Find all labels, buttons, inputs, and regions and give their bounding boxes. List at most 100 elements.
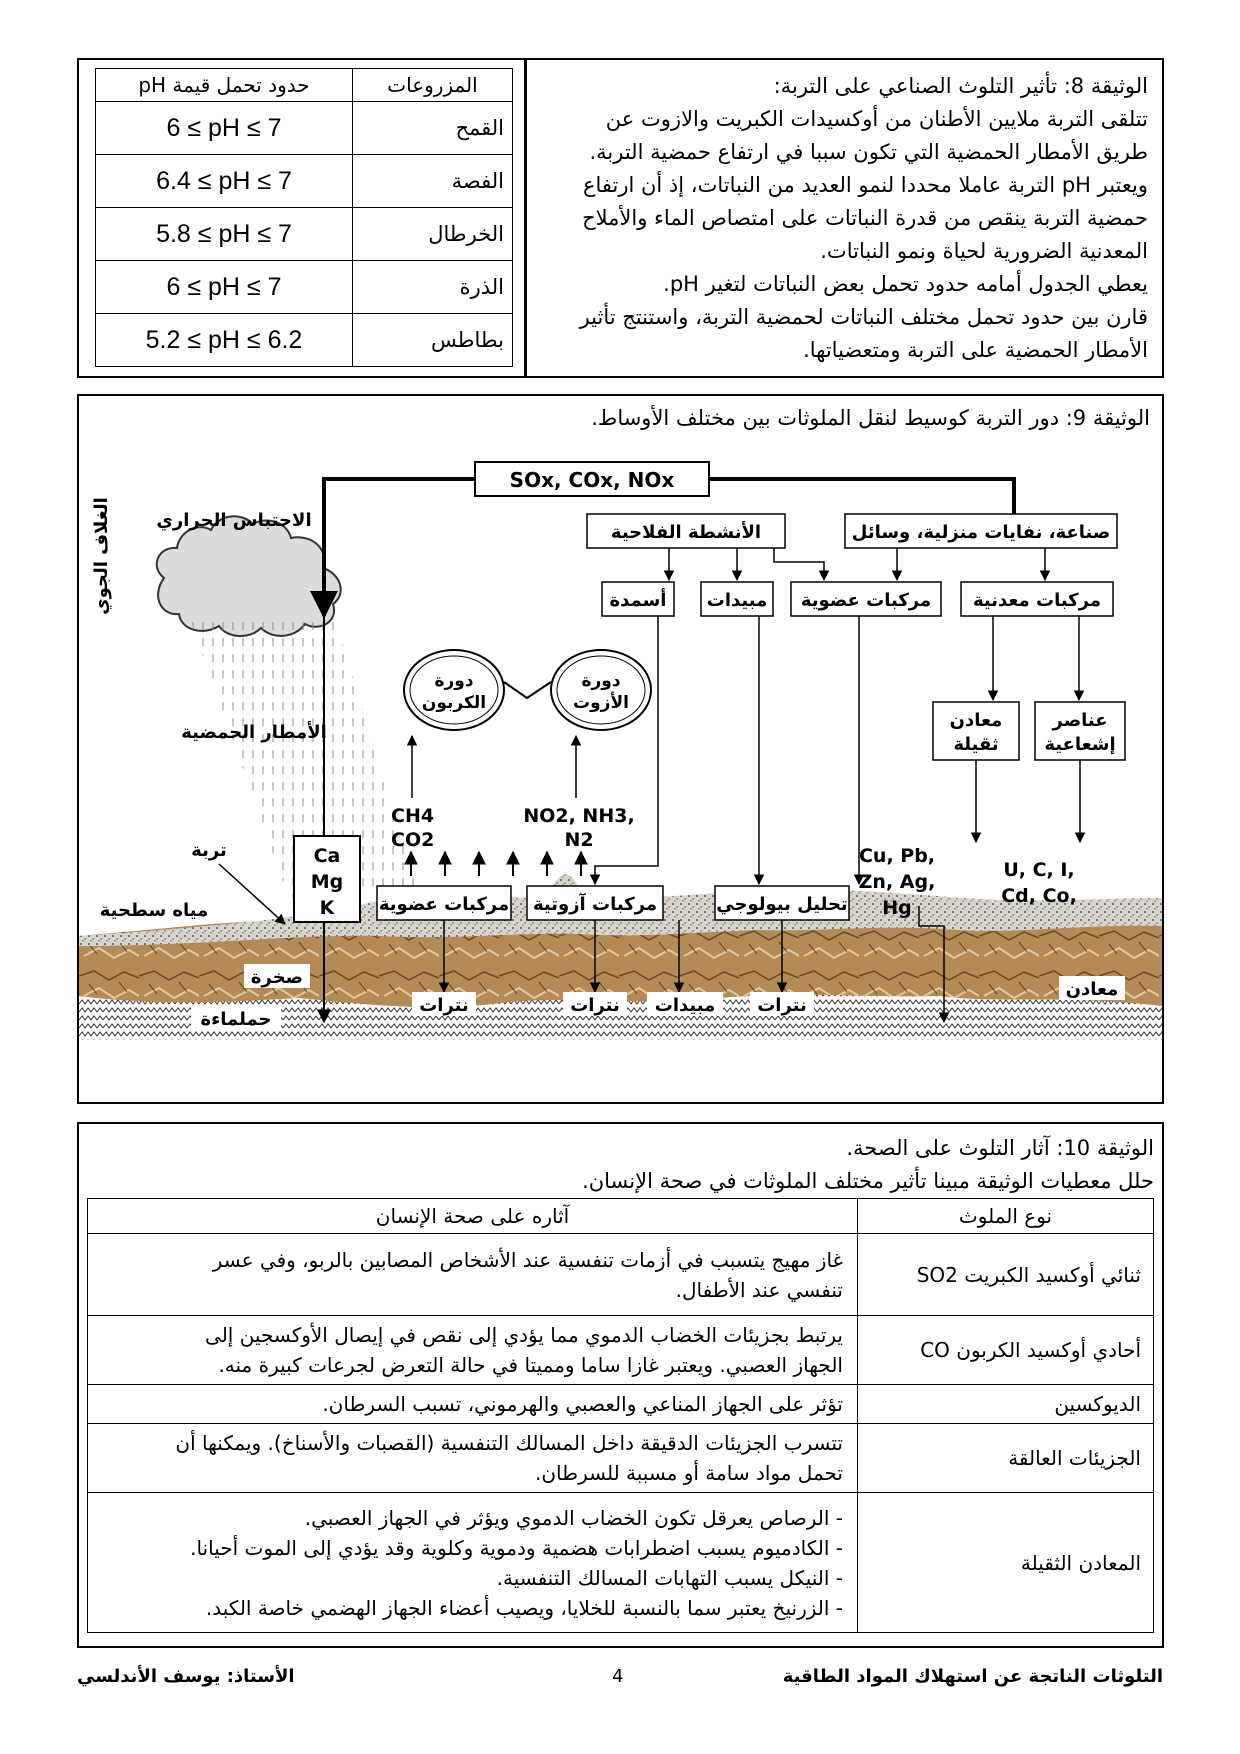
- carbon-cycle-label: دورة: [434, 671, 473, 691]
- pesticides-box: [700, 581, 774, 617]
- carbon-cycle: [403, 649, 505, 731]
- header-ph-range: حدود تحمل قيمة pH: [95, 68, 353, 102]
- doc8-title: الوثيقة 8: تأثير التلوث الصناعي على التر…: [773, 74, 1148, 98]
- effect-line: غاز مهيج يتسبب في أزمات تنفسية عند الأشخ…: [212, 1247, 843, 1272]
- header-crops: المزروعات: [352, 68, 513, 102]
- pollutant-cell: الجزيئات العالقة: [857, 1423, 1154, 1493]
- greenhouse-label: الاحتباس الحراري: [156, 510, 311, 531]
- no-gases-label: N2: [564, 829, 593, 851]
- crop-cell: الخرطال: [352, 207, 513, 261]
- acid-rain: [189, 616, 419, 898]
- doc8-line: قارن بين حدود تحمل مختلف النباتات لحمضية…: [579, 305, 1148, 329]
- pollutant-cell: ثنائي أوكسيد الكبريت SO2: [857, 1233, 1154, 1316]
- rock-layer: [79, 915, 1162, 1008]
- nitrogen-cycle-label: دورة: [581, 671, 620, 691]
- header-effects: آثاره على صحة الإنسان: [87, 1198, 858, 1234]
- effects-cell: تتسرب الجزيئات الدقيقة داخل المسالك التن…: [87, 1423, 858, 1493]
- atmosphere-label: الغلاف الجوي: [91, 497, 112, 615]
- groundwater-label: حملماءة: [200, 1009, 271, 1030]
- crop-cell: بطاطس: [352, 313, 513, 367]
- nitrates-box: [563, 992, 627, 1016]
- doc9-title: الوثيقة 9: دور التربة كوسيط لنقل الملوثا…: [591, 406, 1150, 430]
- page-number: 4: [612, 1666, 624, 1687]
- footer-author: الأستاذ: يوسف الأندلسي: [77, 1666, 295, 1687]
- nitrogen-cycle-inner: [556, 655, 646, 725]
- effect-line: - النيكل يسبب التهابات المسالك التنفسية.: [496, 1565, 843, 1590]
- soil-label: تربة: [191, 840, 227, 861]
- co2-label: CO2: [391, 829, 434, 851]
- no-gases-label: NO2, NH3,: [523, 805, 634, 827]
- doc8-line: الأمطار الحمضية على التربة ومتعضياتها.: [803, 338, 1148, 362]
- agri-box: [586, 513, 786, 549]
- pesticides-bottom-box: [647, 992, 723, 1016]
- industry-box: [844, 513, 1118, 549]
- k-label: K: [320, 897, 336, 919]
- cations-box: [293, 835, 361, 923]
- doc8-line: طريق الأمطار الحمضية التي تكون سببا في ا…: [589, 140, 1148, 164]
- metals-label: Cu, Pb,: [859, 845, 935, 867]
- doc10-title: الوثيقة 10: آثار التلوث على الصحة.: [846, 1136, 1154, 1160]
- effects-cell: يرتبط بجزيئات الخضاب الدموي مما يؤدي إلى…: [87, 1315, 858, 1385]
- footer-title: التلوثات الناتجة عن استهلاك المواد الطاق…: [782, 1666, 1163, 1687]
- doc8-line: ويعتبر pH التربة عاملا محددا لنمو العديد…: [582, 173, 1148, 197]
- range-cell: 6 ≤ pH ≤ 7: [95, 260, 353, 314]
- health-effects-table: نوع الملوث آثاره على صحة الإنسان ثنائي أ…: [87, 1198, 1154, 1633]
- table-row: الجزيئات العالقة تتسرب الجزيئات الدقيقة …: [87, 1423, 1154, 1493]
- gases-label: SOx, COx, NOx: [510, 468, 675, 492]
- doc10-subtitle: حلل معطيات الوثيقة مبينا تأثير مختلف الم…: [582, 1169, 1154, 1193]
- table-row: أحادي أوكسيد الكربون CO يرتبط بجزيئات ال…: [87, 1315, 1154, 1385]
- table-header-row: نوع الملوث آثاره على صحة الإنسان: [87, 1198, 1154, 1234]
- metals-bottom-label: معادن: [1066, 979, 1119, 1000]
- ca-label: Ca: [314, 845, 341, 867]
- nitrogen-cycle: [550, 649, 652, 731]
- arrow: [589, 616, 659, 886]
- doc8-line: تتلقى التربة ملايين الأطنان من أوكسيدات …: [605, 107, 1148, 131]
- soil-pollution-diagram: SOx, COx, NOx الأنشطة الفلاحية صناعة، نف…: [79, 461, 1162, 1040]
- table-row: القمح 6 ≤ pH ≤ 7: [95, 101, 513, 155]
- fertilizers-box: [601, 581, 675, 617]
- heavy-metals-label: معادن: [950, 710, 1003, 731]
- metals-label: Zn, Ag,: [859, 871, 936, 893]
- nitrates-box: [412, 992, 476, 1016]
- pollutant-cell: الديوكسين: [857, 1384, 1154, 1424]
- doc10-box: الوثيقة 10: آثار التلوث على الصحة. حلل م…: [77, 1122, 1164, 1648]
- rock-label-box: [244, 964, 310, 988]
- effects-cell: غاز مهيج يتسبب في أزمات تنفسية عند الأشخ…: [87, 1233, 858, 1316]
- table-row: الديوكسين تؤثر على الجهاز المناعي والعصب…: [87, 1384, 1154, 1424]
- radio-elements-label: Cd, Co,: [1001, 885, 1077, 907]
- gases-line-right: [709, 477, 1016, 514]
- header-pollutant: نوع الملوث: [857, 1198, 1154, 1234]
- nitrates-label: نترات: [419, 995, 469, 1016]
- range-cell: 6 ≤ pH ≤ 7: [95, 101, 353, 155]
- ch4-label: CH4: [391, 805, 434, 827]
- metals-bottom-box: [1059, 976, 1125, 1000]
- heavy-metals-label: ثقيلة: [953, 734, 998, 755]
- effect-line: - الزرنيخ يعتبر سما بالنسبة للخلايا، ويص…: [205, 1595, 843, 1620]
- mineral-label: مركبات معدنية: [973, 590, 1101, 611]
- arrow: [218, 863, 286, 925]
- doc9-box: الوثيقة 9: دور التربة كوسيط لنقل الملوثا…: [77, 394, 1164, 1104]
- metals-label: Hg: [882, 897, 912, 919]
- surface-water-label: مياه سطحية: [100, 900, 209, 921]
- doc8-line: حمضية التربة ينقص من قدرة النباتات على ا…: [582, 206, 1148, 230]
- effect-line: الجهاز العصبي. ويعتبر غازا ساما ومميتا ف…: [218, 1353, 843, 1377]
- effect-line: يرتبط بجزيئات الخضاب الدموي مما يؤدي إلى…: [205, 1323, 843, 1347]
- range-cell: 5.8 ≤ pH ≤ 7: [95, 207, 353, 261]
- nitrogen-compounds-box: [526, 885, 664, 921]
- radioactive-label: إشعاعية: [1044, 734, 1115, 755]
- fertilizers-label: أسمدة: [610, 588, 667, 611]
- crop-cell: الفصة: [352, 154, 513, 208]
- table-row: بطاطس 5.2 ≤ pH ≤ 6.2: [95, 313, 513, 367]
- organic-compounds-label: مركبات عضوية: [379, 894, 509, 915]
- crop-cell: القمح: [352, 101, 513, 155]
- pollutant-cell: المعادن الثقيلة: [857, 1492, 1154, 1633]
- doc8-line: يعطي الجدول أمامه حدود تحمل بعض النباتات…: [663, 272, 1148, 296]
- organic-compounds-box: [376, 885, 512, 921]
- crop-cell: الذرة: [352, 260, 513, 314]
- radioactive-label: عناصر: [1052, 710, 1108, 731]
- radio-elements-label: U, C, I,: [1003, 859, 1074, 881]
- arrow: [773, 548, 830, 582]
- effects-cell: - الرصاص يعرقل تكون الخضاب الدموي ويؤثر …: [87, 1492, 858, 1633]
- effect-line: - الكادميوم يسبب اضطرابات هضمية ودموية و…: [190, 1535, 843, 1560]
- effect-line: تحمل مواد سامة أو مسببة للسرطان.: [535, 1461, 843, 1485]
